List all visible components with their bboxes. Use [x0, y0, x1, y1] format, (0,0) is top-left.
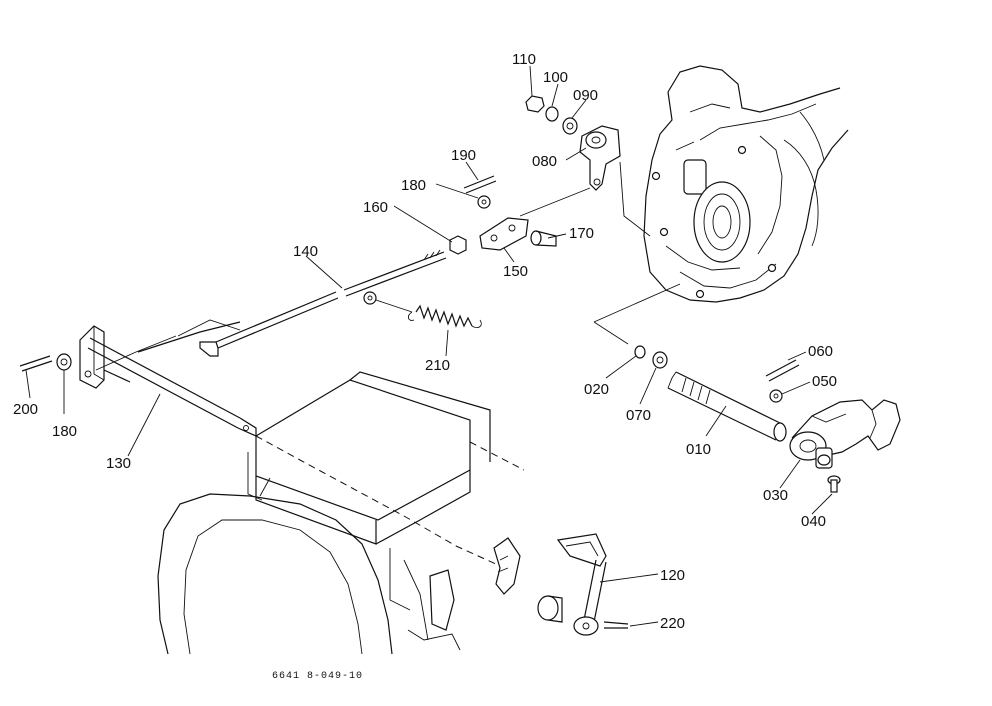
washer-180-upper — [477, 195, 491, 209]
bracket-080 — [579, 125, 621, 191]
label-040: 040 — [801, 513, 826, 530]
transmission-housing — [643, 65, 849, 303]
washer-180-lower — [56, 353, 72, 371]
label-050: 050 — [812, 373, 837, 390]
rod-140 — [199, 249, 447, 357]
pedal-arm-120 — [556, 533, 607, 636]
washer-050 — [769, 389, 783, 403]
label-020: 020 — [584, 381, 609, 398]
label-080: 080 — [532, 153, 557, 170]
flywheel-housing — [157, 477, 461, 655]
label-060: 060 — [808, 343, 833, 360]
spring-210 — [363, 291, 482, 329]
washer-090 — [562, 117, 578, 135]
pin-220 — [603, 621, 629, 629]
pin-060 — [765, 359, 800, 382]
bushing — [537, 595, 563, 623]
clutch-release-shaft — [667, 371, 787, 442]
label-130: 130 — [106, 455, 131, 472]
washer-100 — [545, 106, 559, 122]
label-090: 090 — [573, 87, 598, 104]
cross-shaft-130 — [79, 325, 257, 437]
clevis-150 — [479, 217, 529, 251]
label-200: 200 — [13, 401, 38, 418]
label-150: 150 — [503, 263, 528, 280]
assembly-lines — [255, 161, 681, 565]
pin-200 — [19, 355, 53, 372]
label-140: 140 — [293, 243, 318, 260]
pin-170 — [530, 230, 557, 247]
pin-190 — [463, 175, 497, 194]
label-180-lower: 180 — [52, 423, 77, 440]
label-170: 170 — [569, 225, 594, 242]
label-110: 110 — [512, 51, 536, 68]
figure-number: 6641 8-049-10 — [272, 671, 363, 682]
label-190: 190 — [451, 147, 476, 164]
bolt-040 — [827, 475, 841, 493]
label-030: 030 — [763, 487, 788, 504]
label-220: 220 — [660, 615, 685, 632]
label-160: 160 — [363, 199, 388, 216]
label-210: 210 — [425, 357, 450, 374]
cam-plate — [493, 537, 521, 595]
release-fork — [789, 399, 901, 469]
washer-070 — [652, 351, 668, 369]
label-010: 010 — [686, 441, 711, 458]
leader-lines — [25, 65, 833, 627]
engine-block — [95, 319, 491, 611]
label-120: 120 — [660, 567, 685, 584]
callout-labels: 110 100 090 080 190 180 160 170 140 150 … — [13, 51, 837, 632]
label-100: 100 — [543, 69, 568, 86]
nut-160 — [449, 235, 467, 255]
nut-110 — [525, 95, 545, 113]
label-180-upper: 180 — [401, 177, 426, 194]
label-070: 070 — [626, 407, 651, 424]
ring-020 — [634, 345, 646, 359]
